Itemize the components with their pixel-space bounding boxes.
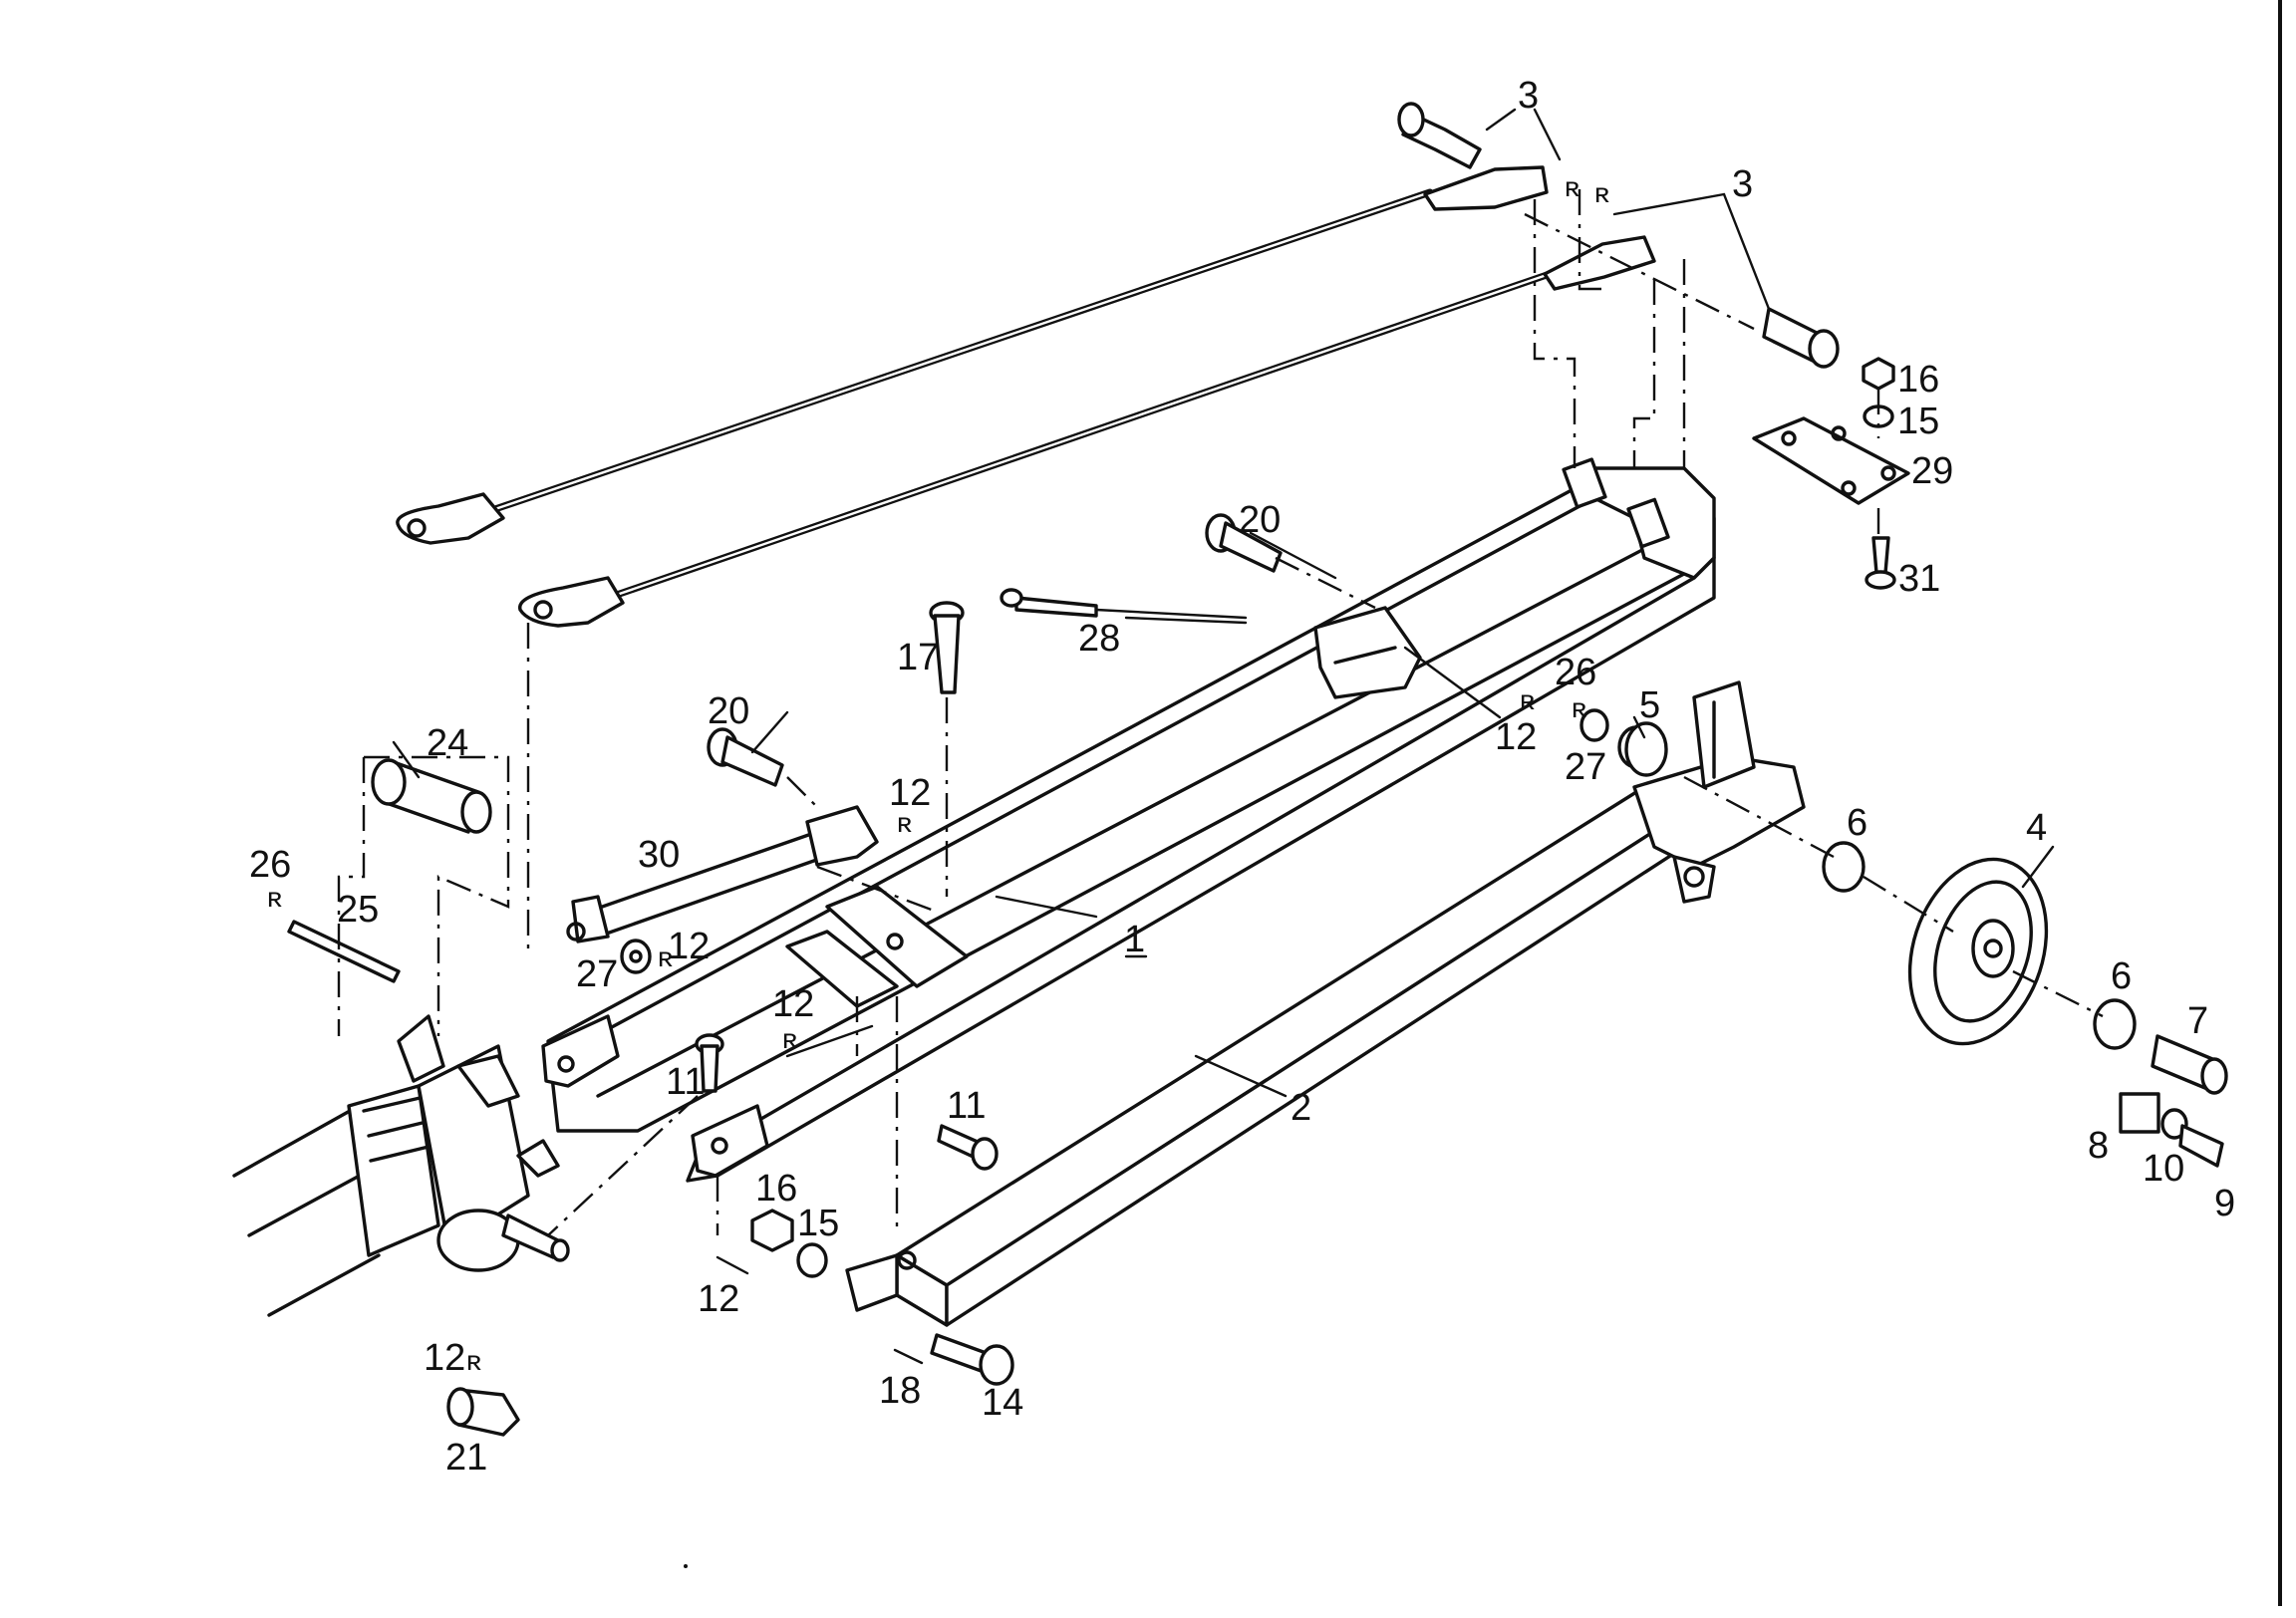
page-speck: [684, 1564, 688, 1568]
wheel: [1907, 857, 2049, 1046]
pin-20-upper: [1205, 513, 1283, 573]
callout-31: 31: [1898, 558, 1940, 600]
callout-11: 11: [666, 1061, 705, 1103]
callout-27: 27: [1565, 746, 1606, 788]
callout-16: 16: [1897, 359, 1939, 401]
callout-28: 28: [1078, 618, 1120, 660]
split-pin-icon: ʀ: [1594, 177, 1609, 208]
lower-tie-rod: [518, 235, 1656, 628]
callout-3: 3: [1518, 75, 1539, 117]
cotter-pins: [716, 1255, 924, 1365]
callout-9: 9: [2214, 1183, 2235, 1224]
callout-12: 12: [772, 983, 814, 1025]
callout-12: 12: [424, 1337, 465, 1379]
callout-12: 12: [889, 772, 931, 814]
callout-1: 1: [1124, 919, 1145, 960]
callout-21: 21: [445, 1437, 487, 1479]
frame-front-arms: [541, 1014, 769, 1178]
callout-12: 12: [698, 1278, 739, 1320]
alignment-lines: [337, 189, 2104, 1236]
split-pin-icon: ʀ: [897, 807, 912, 838]
callout-25: 25: [337, 889, 379, 931]
washer-27-left: [620, 939, 652, 974]
split-pin-icon: ʀ: [267, 882, 282, 913]
callout-17: 17: [897, 637, 939, 678]
callout-16: 16: [755, 1168, 797, 1210]
callout-30: 30: [638, 834, 680, 876]
callout-11: 11: [947, 1085, 986, 1127]
callout-15: 15: [797, 1203, 839, 1244]
wheel-bushings: [1822, 841, 2228, 1095]
callout-5: 5: [1639, 684, 1660, 726]
leader-lines: [392, 108, 2055, 1098]
bushing-5: [1624, 721, 1668, 777]
callout-2: 2: [1291, 1087, 1311, 1129]
split-pin-icon: ʀ: [1565, 171, 1579, 202]
callout-12: 12: [668, 926, 710, 967]
plate-29: [1752, 416, 1910, 505]
bolt-14: [930, 1333, 1014, 1386]
callout-15: 15: [1897, 401, 1939, 442]
callout-8: 8: [2088, 1125, 2109, 1167]
callout-27: 27: [576, 953, 618, 995]
callout-20: 20: [1239, 499, 1281, 541]
callout-10: 10: [2143, 1148, 2184, 1190]
callout-6: 6: [2111, 955, 2132, 997]
pin-11-vertical: [695, 1033, 724, 1093]
callout-7: 7: [2187, 1000, 2208, 1042]
split-pin-icon: ʀ: [782, 1023, 797, 1054]
callout-14: 14: [982, 1382, 1023, 1424]
rod-25: [287, 920, 401, 983]
frame-crossplate: [785, 885, 969, 1008]
split-pin-icon: ʀ: [658, 942, 673, 972]
strut: [566, 805, 879, 944]
callout-4: 4: [2026, 807, 2047, 849]
rod-28: [1000, 588, 1248, 620]
main-frame: [546, 457, 1716, 1183]
tie-rod-pin-upper: [1397, 102, 1482, 169]
callout-12: 12: [1495, 716, 1537, 758]
screw-31: [1865, 536, 1896, 590]
callout-18: 18: [879, 1370, 921, 1412]
callout-26: 26: [249, 844, 291, 886]
split-pin-icon: ʀ: [1520, 684, 1535, 715]
pin-20-lower: [707, 727, 784, 787]
wheel-bracket: [1632, 680, 1806, 904]
roller-24: [371, 758, 492, 834]
pin-21: [446, 1387, 520, 1437]
tie-rod-pin-lower: [1762, 307, 1840, 369]
nut-16-washer-15-upper: [1862, 357, 1895, 428]
callout-3: 3: [1732, 163, 1753, 205]
pin-11-horizontal: [937, 1124, 999, 1171]
pin-17: [929, 601, 965, 694]
callout-29: 29: [1911, 450, 1953, 492]
tractor-hitch: [232, 1014, 570, 1317]
split-pin-icon: ʀ: [466, 1345, 481, 1376]
split-pin-icon: ʀ: [1572, 692, 1586, 723]
callout-6: 6: [1847, 802, 1867, 844]
callout-labels: 3 3 16 15 29 31 20 28 17 12 26 5 27 20 2…: [249, 75, 2235, 1479]
callout-26: 26: [1555, 652, 1596, 693]
callout-24: 24: [427, 722, 468, 764]
callout-20: 20: [708, 690, 749, 732]
nut-16-washer-15-lower: [750, 1209, 828, 1278]
split-pin-symbols: ʀ ʀ ʀ ʀ ʀ ʀ ʀ ʀ ʀ: [267, 171, 1609, 1376]
upper-tie-rod: [396, 165, 1549, 545]
